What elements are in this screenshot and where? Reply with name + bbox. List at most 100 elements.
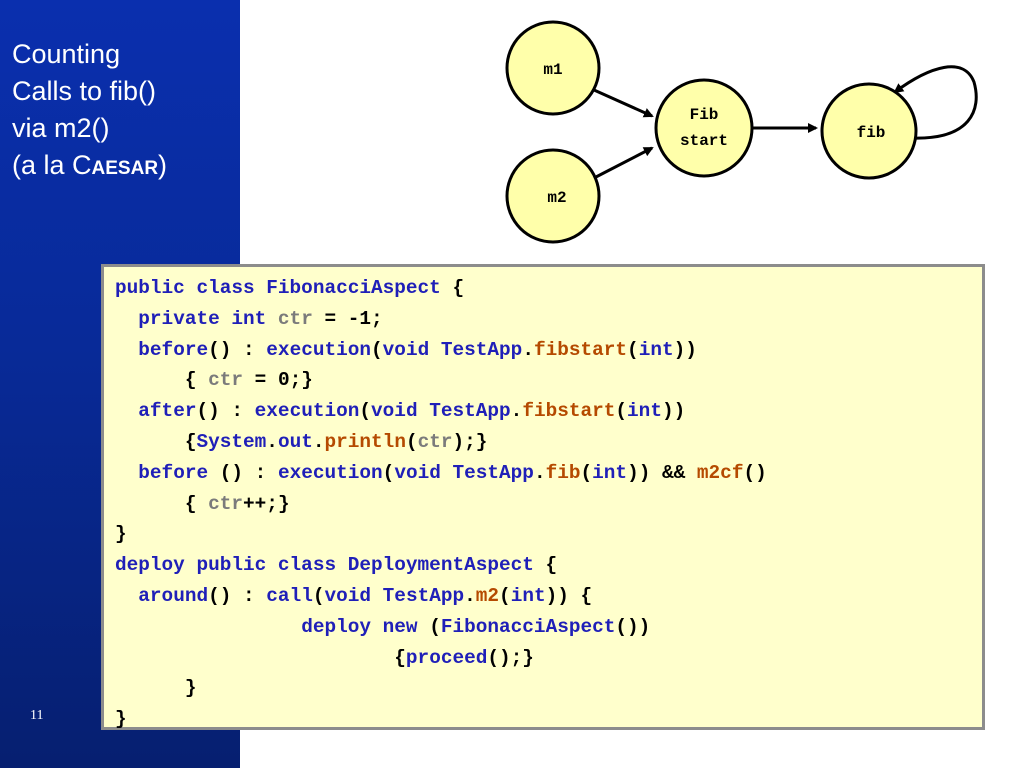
code-token: () : (208, 338, 267, 361)
code-token: . (464, 584, 476, 607)
code-token: () : (208, 461, 278, 484)
code-token: . (510, 400, 523, 423)
node-m2-label: m2 (547, 189, 566, 207)
code-token: } (184, 677, 197, 700)
code-token: call (266, 584, 313, 607)
code-token: . (312, 430, 325, 453)
code-token: int (638, 338, 674, 361)
call-flow-diagram: m1 m2 Fib start fib (505, 20, 978, 244)
title-line-2: Calls to fib() (12, 76, 157, 106)
code-line: {proceed();} (115, 643, 982, 674)
code-token: m2cf (696, 461, 744, 484)
node-fibstart: Fib start (654, 78, 754, 178)
node-fib-circle (820, 82, 918, 180)
code-token: ++;} (243, 492, 290, 515)
code-line: {System.out.println(ctr);} (115, 427, 982, 458)
code-token: private int (138, 307, 278, 330)
code-line: deploy public class DeploymentAspect { (115, 550, 982, 581)
code-token: FibonacciAspect (440, 615, 616, 638)
edge-m1-to-fibstart (593, 88, 654, 118)
code-token: ctr (277, 307, 313, 330)
code-line: private int ctr = -1; (115, 304, 982, 335)
code-token: ( (359, 400, 372, 423)
code-token: . (522, 338, 534, 361)
code-token: public class FibonacciAspect (115, 277, 441, 299)
code-token: deploy new (301, 615, 418, 638)
code-line: before() : execution ( void TestApp.fibsta… (115, 335, 982, 366)
code-token: fibstart (522, 400, 616, 423)
code-token: println (324, 430, 406, 453)
code-token: ();} (487, 646, 534, 669)
code-token: void TestApp (394, 461, 534, 484)
code-line: } (115, 673, 982, 704)
code-indent (115, 369, 185, 391)
node-fib: fib (820, 82, 918, 180)
code-token: )) (661, 400, 686, 423)
code-token: { (394, 646, 406, 669)
code-token: { (184, 492, 209, 515)
code-token: ( (627, 338, 639, 361)
code-token: void TestApp (371, 400, 511, 423)
code-token: )) { (545, 584, 593, 607)
code-token: ( (499, 584, 511, 607)
code-token: deploy public class DeploymentAspect (115, 554, 534, 577)
slide-title: Counting Calls to fib() via m2() (a la C… (12, 36, 167, 184)
node-m1-label: m1 (543, 61, 562, 79)
code-token: before (138, 338, 209, 361)
code-token: ( (417, 615, 441, 638)
title-line-4-prefix: (a la (12, 150, 73, 180)
code-token: () : (208, 584, 267, 607)
code-token: = 0;} (243, 369, 313, 392)
page-number: 11 (30, 708, 44, 723)
code-token: fib (545, 461, 581, 484)
code-token: ( (382, 461, 395, 484)
code-token: ( (312, 584, 325, 607)
code-token: void TestApp (382, 338, 523, 361)
code-indent (115, 647, 394, 669)
code-token: void TestApp (324, 584, 465, 607)
code-token: ctr (208, 369, 244, 392)
code-token: System (196, 430, 267, 453)
code-token: ctr (417, 430, 453, 453)
code-indent (115, 400, 138, 422)
code-token: ( (405, 430, 418, 453)
code-token: fibstart (533, 338, 628, 361)
node-m1-circle (505, 20, 601, 116)
code-token: int (510, 584, 546, 607)
title-line-1: Counting (12, 39, 121, 69)
node-fibstart-label-line1: Fib (690, 106, 719, 124)
code-token: around (138, 584, 209, 607)
code-listing: public class FibonacciAspect { private i… (101, 264, 985, 730)
code-line: around() : call(void TestApp.m2(int)) { (115, 581, 982, 612)
code-token: ctr (208, 492, 244, 515)
node-fibstart-label-line2: start (680, 132, 728, 150)
code-indent (115, 493, 185, 515)
title-line-3: via m2() (12, 113, 110, 143)
code-line: } (115, 704, 982, 735)
code-indent (115, 431, 185, 453)
code-token: ( (615, 400, 628, 423)
code-indent (115, 585, 138, 607)
code-token: { (184, 369, 209, 392)
code-token: )) && (627, 461, 697, 484)
code-token: m2 (475, 584, 500, 607)
edge-m2-to-fibstart (593, 146, 654, 180)
code-token: { (533, 554, 558, 577)
code-token: . (266, 430, 278, 453)
code-token: before (138, 461, 209, 484)
node-fibstart-circle (654, 78, 754, 178)
code-token: } (115, 708, 127, 731)
code-indent (115, 616, 301, 638)
code-token: out (277, 430, 313, 453)
node-m2-circle (505, 148, 601, 244)
code-indent (115, 308, 138, 330)
code-indent (115, 339, 138, 361)
title-line-4-suffix: ) (158, 150, 168, 180)
code-token: );} (452, 430, 488, 453)
code-token: after (138, 400, 197, 423)
code-token: )) (673, 338, 697, 361)
code-token: execution (266, 338, 372, 361)
code-indent (115, 677, 185, 699)
code-line: before () : execution(void TestApp.fib(i… (115, 458, 982, 489)
title-caesar-rest: aesar (91, 150, 159, 180)
